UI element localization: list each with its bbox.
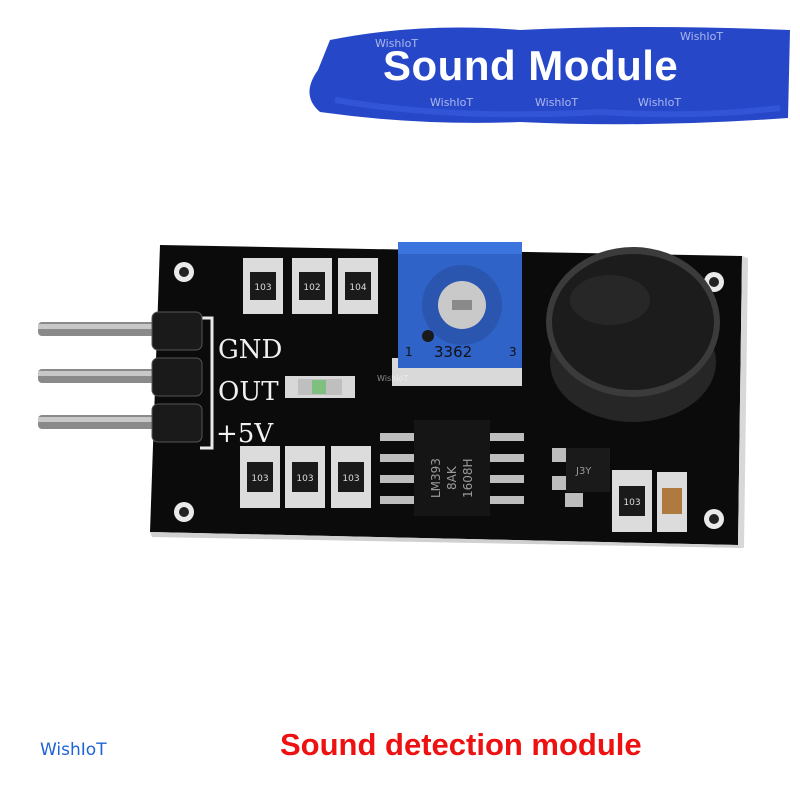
resistors-bottom: 103 103 103 xyxy=(240,446,371,508)
resistor-right: 103 xyxy=(612,470,652,532)
pot-code: 3362 xyxy=(434,343,472,361)
banner-brush xyxy=(309,27,790,125)
pot-pin-left: 1 xyxy=(405,345,413,359)
caption-text: Sound detection module xyxy=(280,727,642,762)
capacitor xyxy=(657,472,687,532)
resistor-top-3-code: 104 xyxy=(349,283,366,293)
ic-chip: LM393 8AK 1608H xyxy=(380,420,524,516)
chip-line-2: 8AK xyxy=(445,465,459,490)
banner-watermark-5: WishIoT xyxy=(638,96,681,109)
resistor-bottom-1-code: 103 xyxy=(251,474,268,484)
resistor-bottom-2-code: 103 xyxy=(296,474,313,484)
board-watermark: WishIoT xyxy=(377,374,408,383)
transistor: J3Y xyxy=(552,448,610,507)
pin-label-gnd: GND xyxy=(218,335,282,365)
banner-title: Sound Module xyxy=(383,42,679,89)
resistor-top-2-code: 102 xyxy=(303,283,320,293)
banner-watermark-1: WishIoT xyxy=(375,37,418,50)
banner-watermark-2: WishIoT xyxy=(680,30,723,43)
banner-watermark-4: WishIoT xyxy=(535,96,578,109)
resistors-top: 103 102 104 xyxy=(243,258,378,314)
pot-pin-right: 3 xyxy=(509,345,517,359)
transistor-code: J3Y xyxy=(575,466,592,477)
pin-label-5v: +5V xyxy=(216,419,274,449)
resistor-right-code: 103 xyxy=(623,498,640,508)
pin-label-out: OUT xyxy=(218,377,279,407)
resistor-bottom-3-code: 103 xyxy=(342,474,359,484)
banner-watermark-3: WishIoT xyxy=(430,96,473,109)
status-led xyxy=(285,376,355,398)
chip-line-1: LM393 xyxy=(429,458,443,498)
header-housing xyxy=(151,311,203,443)
potentiometer: 1 3362 3 xyxy=(392,242,522,386)
chip-line-3: 1608H xyxy=(461,458,475,498)
microphone xyxy=(546,247,720,422)
brand-watermark: WishIoT xyxy=(40,740,107,760)
resistor-top-1-code: 103 xyxy=(254,283,271,293)
